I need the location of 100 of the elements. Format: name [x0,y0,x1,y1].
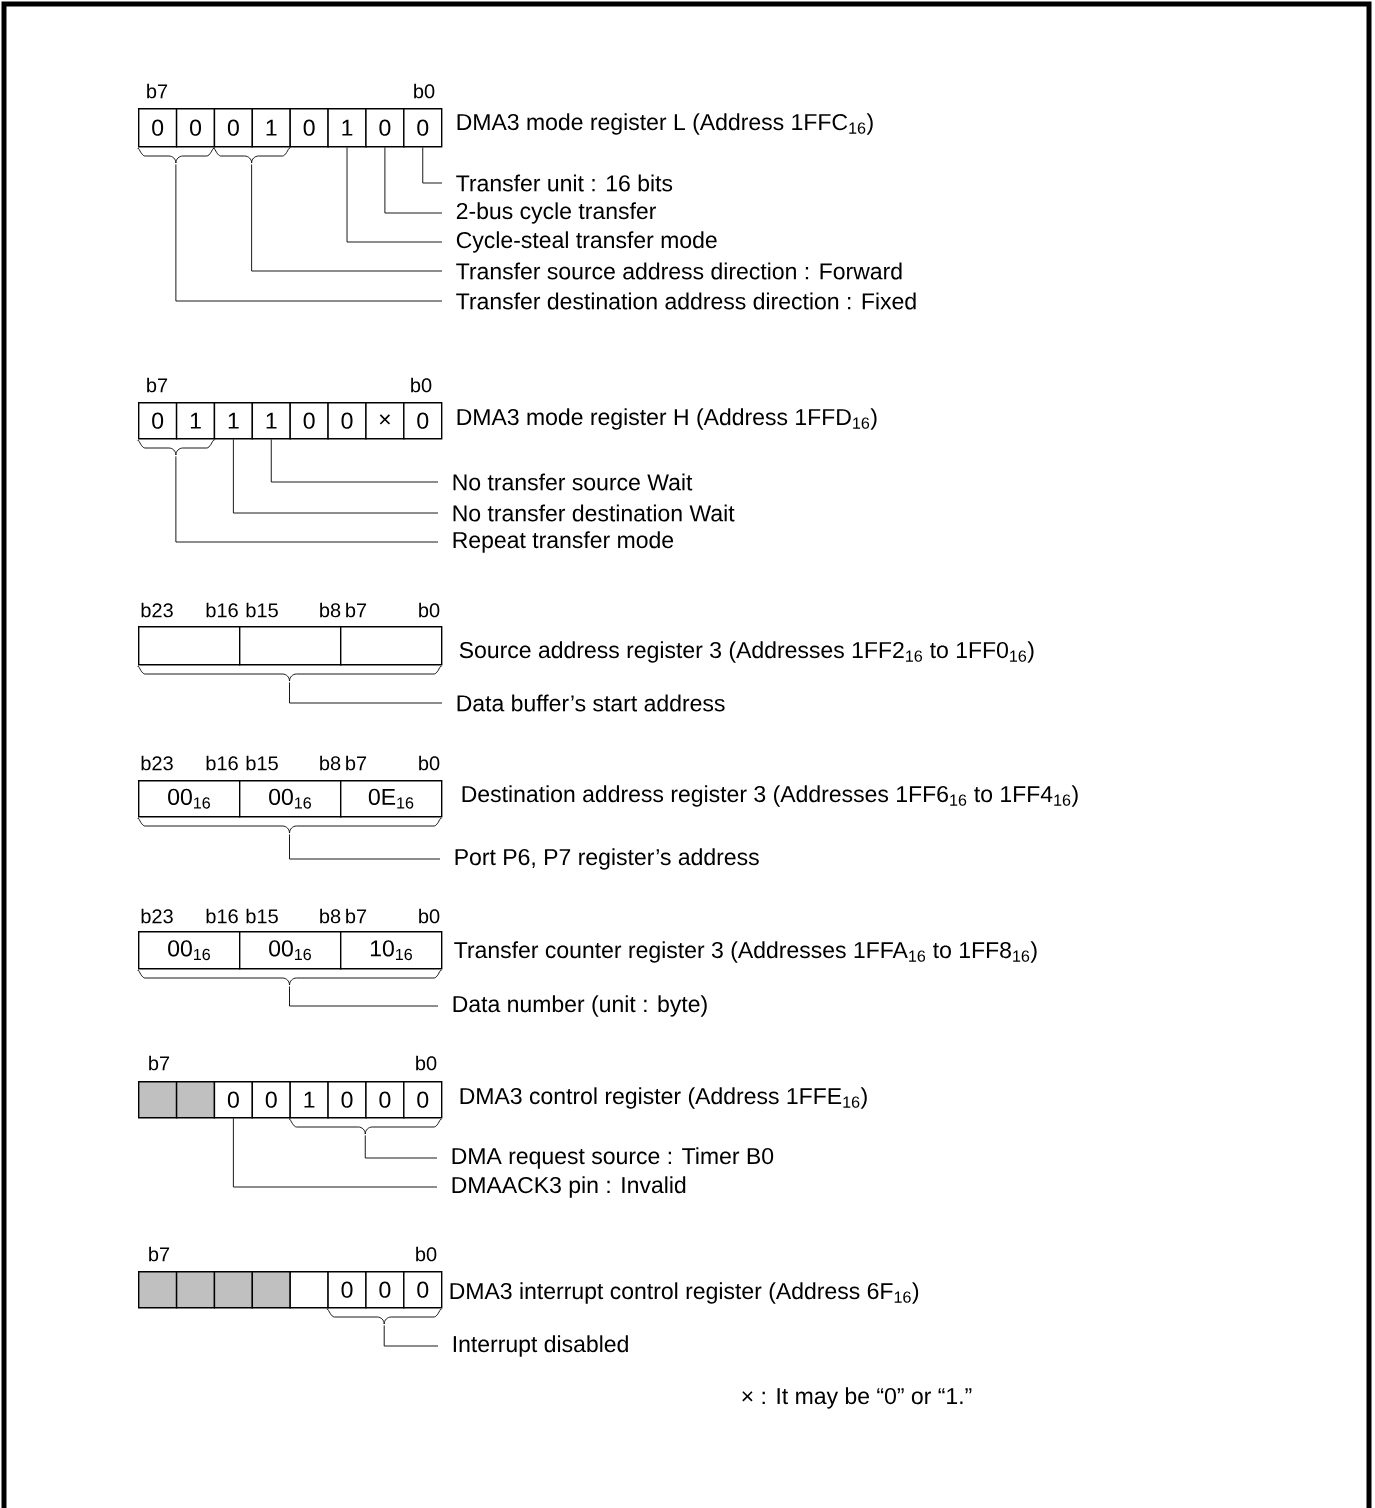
register-name: Destination address register 3 (Addresses 1FF6$_{16}$ to 1FF4$_{16}$) [462,785,1078,807]
register-cell: 0 [327,402,367,440]
bit-number: b8 [320,908,341,924]
leader-line [384,146,443,214]
register-cell: 0 [403,1271,443,1309]
register-cell [138,1081,178,1119]
leader-line [270,438,439,483]
bit-description: 2-bus cycle transfer [456,202,656,224]
bit-number: b23 [141,755,173,771]
bit-number: b0 [419,908,440,924]
leader-line [346,146,443,243]
bit-description: Transfer source address direction : Forward [456,262,902,280]
register-cell: 0 [365,108,405,148]
bit-number: b23 [141,602,173,618]
leader-line [175,455,439,543]
bit-description: Cycle-steal transfer mode [456,231,717,253]
register-cell: 0E$_{16}$ [340,780,443,818]
bit-number: b16 [206,755,238,771]
register-cell: 0 [213,108,254,148]
register-cell [289,1271,329,1309]
register-cell [175,1081,216,1119]
bit-number: b15 [246,755,278,771]
register-cell: 00$_{16}$ [239,931,342,970]
bit-number: b7 [149,1246,170,1262]
register-cell: 0 [403,108,443,148]
register-cell: 0 [175,108,216,148]
bit-description: DMAACK3 pin : Invalid [452,1176,686,1198]
leader-line [175,163,443,302]
register-cell: 1 [251,108,291,148]
register-cell: 0 [327,1081,367,1119]
register-cell: 1 [289,1081,329,1119]
register-cell: 0 [365,1081,405,1119]
register-cell [175,1271,216,1309]
bit-number: b7 [346,908,367,924]
register-cell [138,626,241,666]
bit-description: Transfer unit : 16 bits [456,174,673,192]
bit-number: b16 [206,602,238,618]
register-cell: 0 [251,1081,291,1119]
register-cell [213,1271,254,1309]
register-cell: 0 [403,1081,443,1119]
bit-description: Data number (unit : byte) [453,995,707,1017]
bit-description: No transfer destination Wait [453,504,735,522]
register-cell: 1 [213,402,254,440]
bit-number: b16 [206,908,238,924]
register-cell: 0 [289,402,329,440]
brace [289,1118,442,1135]
bit-number: b7 [346,602,367,618]
register-cell: 00$_{16}$ [239,780,342,818]
bit-description: Data buffer’s start address [457,694,725,712]
bit-number: b0 [419,602,440,618]
brace [137,969,442,986]
register-cell: 10$_{16}$ [340,931,443,970]
bit-number: b7 [147,377,168,393]
register-cell [251,1271,291,1309]
bit-description: Repeat transfer mode [453,531,674,553]
register-cell: × [365,402,405,440]
brace [213,147,290,164]
brace [137,665,442,682]
bit-number: b0 [416,1055,437,1071]
leader-line [232,438,439,514]
leader-line [289,833,441,860]
bit-number: b7 [147,83,168,99]
register-cell: 0 [138,402,178,440]
brace [137,817,442,834]
register-name: DMA3 interrupt control register (Address 6F$_{16}$) [450,1282,919,1304]
bit-description: Transfer destination address direction : Fixed [456,292,916,310]
brace [326,1308,442,1325]
register-cell: 00$_{16}$ [138,931,241,970]
register-cell: 00$_{16}$ [138,780,241,818]
leader-line [422,146,443,184]
leader-line [364,1134,438,1159]
bit-number: b0 [416,1246,437,1262]
bit-number: b0 [419,755,440,771]
bit-number: b15 [246,602,278,618]
leader-line [232,1117,438,1188]
note: × : It may be “0” or “1.” [742,1387,972,1409]
register-cell: 0 [213,1081,254,1119]
register-name: DMA3 control register (Address 1FFE$_{16}$) [460,1087,867,1109]
bit-description: Port P6, P7 register’s address [455,848,759,870]
brace [137,147,215,164]
register-cell [340,626,443,666]
bit-number: b8 [320,755,341,771]
leader-line [383,1324,439,1347]
bit-number: b0 [414,83,435,99]
brace [137,439,215,456]
register-cell: 1 [175,402,216,440]
bit-description: DMA request source : Timer B0 [452,1147,774,1169]
register-cell [138,1271,178,1309]
bit-number: b7 [149,1055,170,1071]
bit-number: b15 [246,908,278,924]
register-cell: 0 [403,402,443,440]
register-cell: 1 [327,108,367,148]
bit-number: b23 [141,908,173,924]
register-name: Transfer counter register 3 (Addresses 1FFA$_{16}$ to 1FF8$_{16}$) [454,941,1037,963]
bit-description: No transfer source Wait [453,473,693,491]
bit-description: Interrupt disabled [453,1335,628,1357]
register-name: DMA3 mode register L (Address 1FFC$_{16}$) [457,113,873,135]
leader-line [251,163,443,272]
register-cell: 1 [251,402,291,440]
bit-number: b7 [346,755,367,771]
